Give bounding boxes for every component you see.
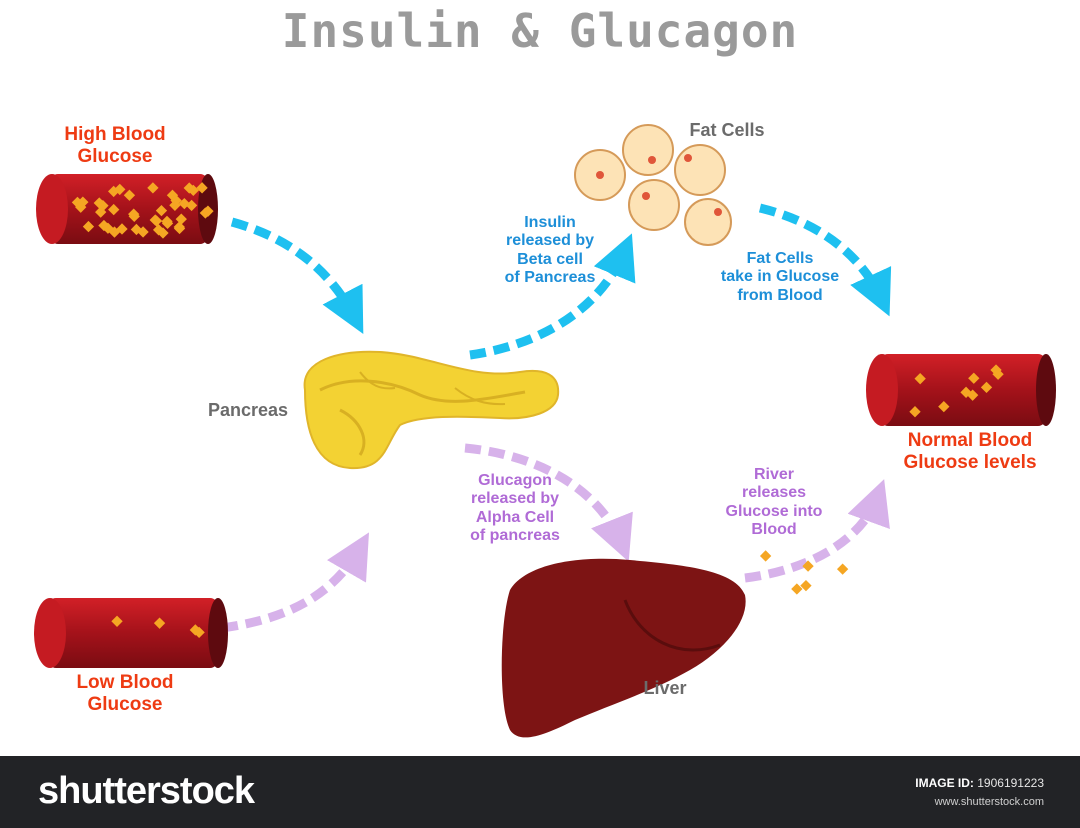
- diagram-canvas: [34, 124, 1056, 738]
- glucose-particle: [836, 563, 849, 575]
- arrow-pancreas-to-fat: [469, 233, 636, 360]
- arrow-high-to-pancreas: [230, 217, 364, 334]
- label-insulin-released: Insulin released by Beta cell of Pancrea…: [504, 214, 596, 287]
- glucose-particle: [196, 182, 208, 194]
- glucose-particle: [960, 386, 972, 398]
- label-pancreas: Pancreas: [207, 400, 289, 420]
- label-low-blood-glucose: Low Blood Glucose: [76, 672, 174, 715]
- site-url: www.shutterstock.com: [934, 796, 1044, 808]
- glucose-particle: [147, 182, 159, 194]
- glucose-particle: [185, 199, 198, 212]
- glucose-particle: [152, 224, 165, 236]
- arrow-low-to-pancreas: [221, 532, 370, 633]
- glucose-particle: [938, 400, 950, 413]
- low-blood-glucose-vessel: [34, 598, 228, 668]
- glucose-particle: [173, 222, 186, 235]
- glucose-particle: [175, 213, 187, 225]
- label-fat-cells-take-in: Fat Cells take in Glucose from Blood: [720, 250, 840, 304]
- glucose-particle: [980, 381, 993, 394]
- glucose-particle: [123, 189, 136, 201]
- label-normal-blood-glucose: Normal Blood Glucose levels: [903, 430, 1037, 473]
- label-fat-cells: Fat Cells: [689, 120, 765, 140]
- fat-cells-cluster: [574, 124, 732, 246]
- glucose-particles-liver: [759, 550, 849, 595]
- image-id-label: IMAGE ID:: [915, 776, 974, 790]
- glucose-particle: [193, 626, 205, 639]
- glucose-particle: [802, 560, 814, 572]
- arrow-pancreas-to-liver: [464, 443, 633, 562]
- pancreas-organ: [303, 350, 560, 470]
- arrow-liver-to-normal: [744, 479, 890, 583]
- glucose-particle: [759, 550, 772, 562]
- glucose-particle: [992, 368, 1004, 380]
- liver-organ: [501, 558, 746, 738]
- glucose-particle: [150, 215, 163, 227]
- label-liver: Liver: [643, 678, 687, 698]
- glucose-particle: [800, 579, 812, 592]
- diagram-title: Insulin & Glucagon: [281, 4, 799, 58]
- image-id-value: 1906191223: [977, 776, 1044, 790]
- glucose-particle: [202, 205, 214, 217]
- glucose-particle: [161, 215, 173, 228]
- glucose-particle: [791, 583, 803, 595]
- glucose-particle: [166, 189, 179, 201]
- image-id: IMAGE ID: 1906191223: [915, 776, 1044, 790]
- glucose-particle: [187, 184, 199, 197]
- footer-bar: shutterstock IMAGE ID: 1906191223 www.sh…: [0, 756, 1080, 828]
- glucose-particle: [155, 204, 168, 217]
- high-blood-glucose-vessel: [36, 174, 218, 244]
- glucose-particle: [909, 406, 921, 418]
- glucose-particle: [914, 373, 926, 385]
- glucose-particle: [130, 223, 143, 236]
- label-glucagon-released: Glucagon released by Alpha Cell of pancr…: [470, 472, 560, 545]
- glucose-particle: [153, 617, 166, 629]
- arrow-fat-to-normal: [758, 203, 892, 317]
- glucose-particle: [128, 208, 140, 220]
- normal-blood-glucose-vessel: [866, 354, 1056, 426]
- glucose-particles-normal: [909, 364, 1004, 418]
- shutterstock-logo: shutterstock: [38, 770, 255, 812]
- glucose-particle: [968, 372, 980, 384]
- label-river-releases: River releases Glucose into Blood: [725, 466, 823, 539]
- label-high-blood-glucose: High Blood Glucose: [64, 124, 166, 167]
